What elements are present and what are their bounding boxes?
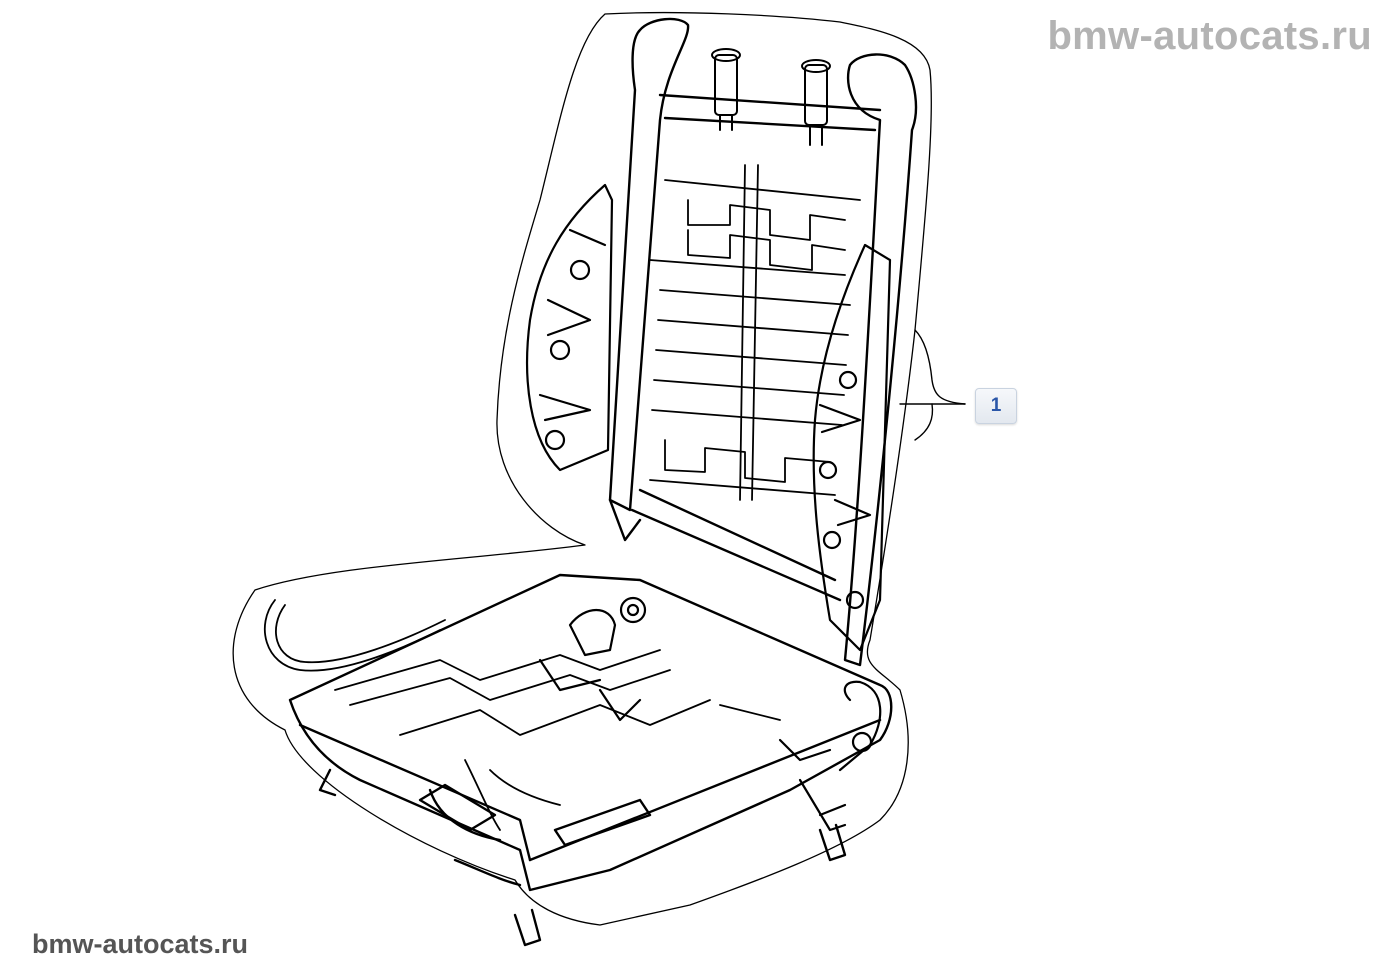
backrest-left-panel <box>525 183 614 472</box>
seat-spring-mat <box>263 599 781 831</box>
watermark-bottom: bmw-autocats.ru <box>32 929 249 959</box>
adjuster-mechanism <box>538 596 882 832</box>
headrest-guides <box>711 48 831 146</box>
backrest-frame <box>608 17 918 667</box>
backrest-spring-mat <box>649 164 861 501</box>
seat-outline <box>232 11 932 926</box>
backrest-right-panel <box>812 243 892 652</box>
callout-part-1[interactable]: 1 <box>975 388 1017 424</box>
seat-base-frame <box>288 573 893 947</box>
callout-leader <box>899 329 966 441</box>
watermark-top: bmw-autocats.ru <box>1047 14 1372 58</box>
